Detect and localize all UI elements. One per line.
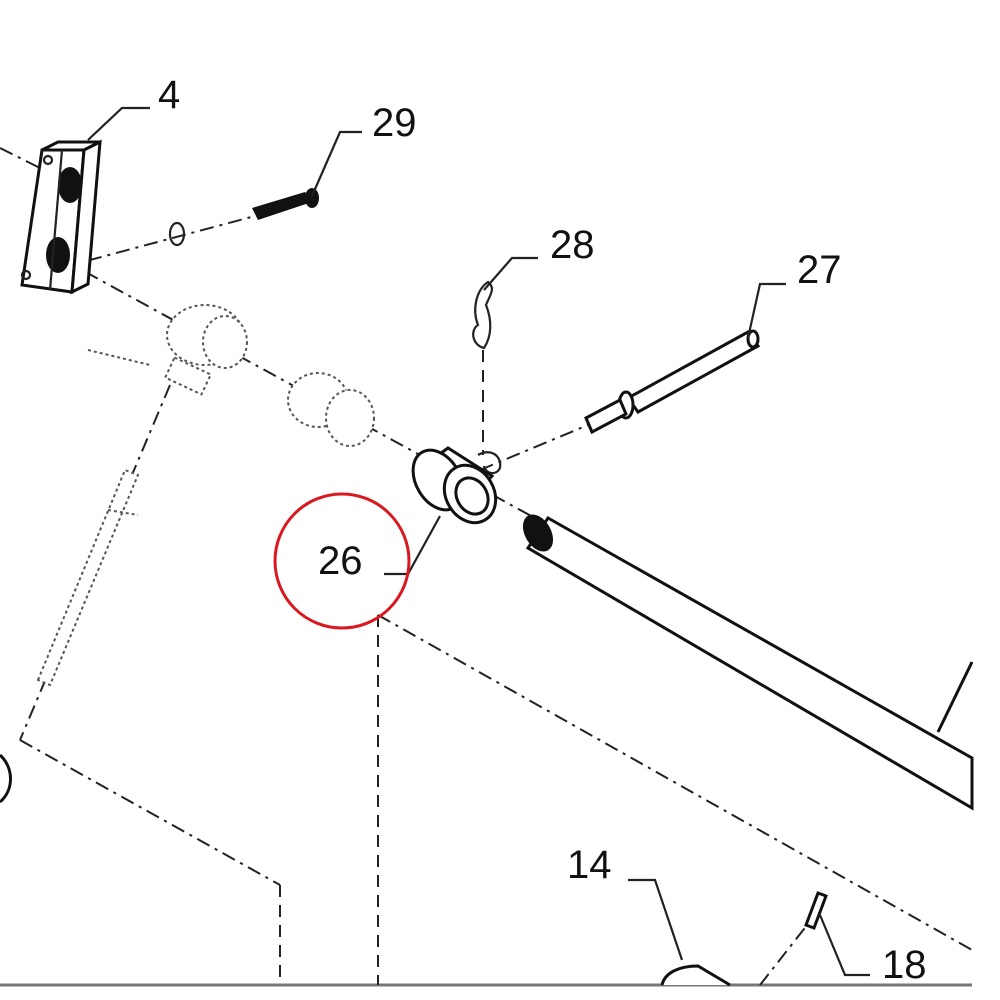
part-26-bushing [411,446,498,525]
callout-26: 26 [318,539,363,583]
callout-18: 18 [882,943,927,987]
callout-29: 29 [372,101,417,145]
part-29-bolt [168,188,319,247]
highlight-circle [273,492,411,630]
callout-4: 4 [158,73,180,117]
main-tube [522,514,974,811]
callout-28: 28 [550,223,595,267]
part-4-clamp [20,139,102,295]
part-14-bracket [660,964,731,987]
part-18-screw [804,891,828,930]
callout-27: 27 [797,248,842,292]
leader-lines [87,106,870,977]
part-28-cotter-pin [472,280,502,475]
callout-14: 14 [567,843,612,887]
bracket-edge [0,753,12,804]
part-27-pin [584,329,761,435]
phantom-parts [36,304,375,687]
